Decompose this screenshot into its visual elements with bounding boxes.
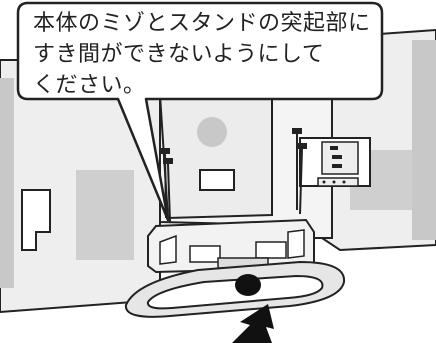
stand-protrusion <box>235 274 261 296</box>
callout-line-3: ください。 <box>33 73 146 98</box>
center-module <box>158 88 273 220</box>
callout-line-1: 本体のミゾとスタンドの突起部に <box>33 11 371 36</box>
right-module <box>299 137 371 187</box>
callout-line-2: すき間ができないようにして <box>33 42 325 67</box>
left-bracket <box>21 189 51 251</box>
stand-frame <box>147 218 315 274</box>
up-arrow-icon <box>232 304 274 343</box>
callout-text: 本体のミゾとスタンドの突起部に すき間ができないようにして ください。 <box>33 8 383 101</box>
stand-base <box>124 260 346 318</box>
callout-bubble <box>16 1 384 222</box>
